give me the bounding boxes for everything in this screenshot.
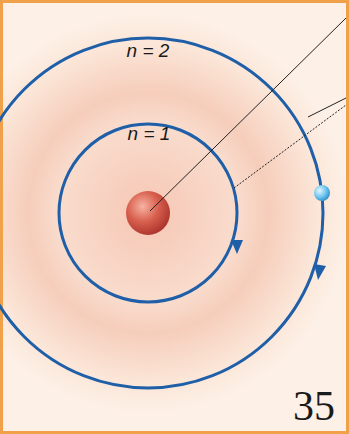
- orbit-label: n = 1: [128, 123, 171, 145]
- orbit-arrowhead: [231, 240, 243, 254]
- orbit-arrowhead: [314, 264, 326, 280]
- leader-line: [308, 98, 346, 117]
- orbit-n2: [0, 38, 323, 388]
- page-number: 35: [293, 382, 335, 430]
- orbit-label: n = 2: [127, 40, 170, 62]
- orbit-n1: [59, 124, 237, 302]
- leader-line: [150, 18, 346, 211]
- electron: [314, 185, 330, 201]
- leader-line: [234, 105, 346, 188]
